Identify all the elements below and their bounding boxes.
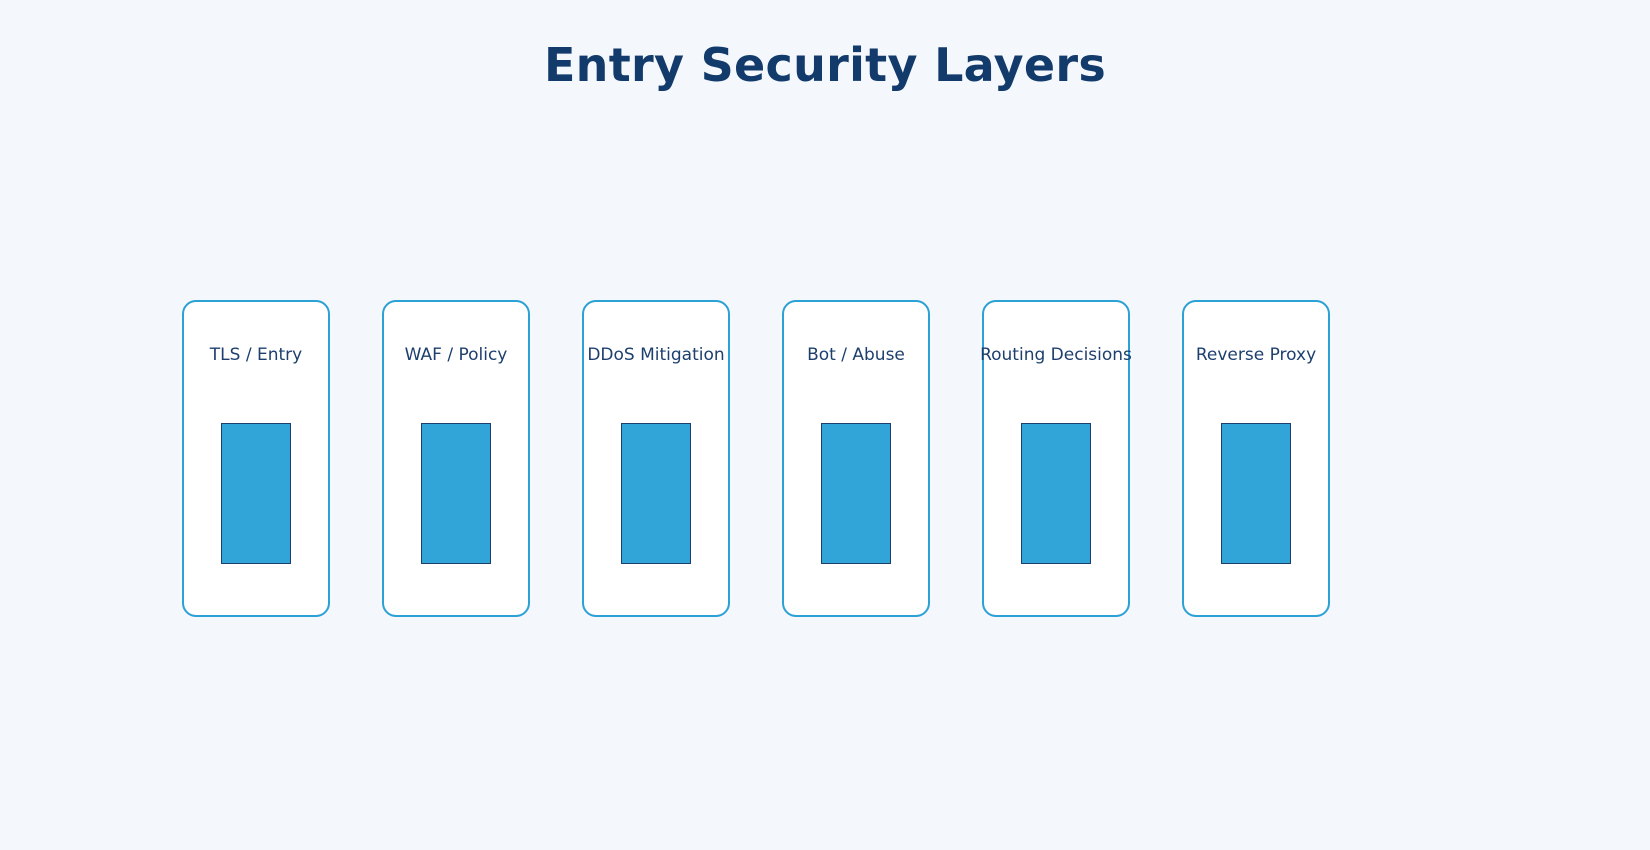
layer-card-label: DDoS Mitigation xyxy=(587,345,725,365)
layer-bar xyxy=(821,423,891,564)
layer-bar xyxy=(221,423,291,564)
layer-card-label: Bot / Abuse xyxy=(807,345,905,365)
layer-card-label: Reverse Proxy xyxy=(1195,345,1317,365)
layer-bar xyxy=(621,423,691,564)
layer-card-routing-decisions[interactable]: Routing Decisions xyxy=(980,300,1132,617)
layer-card-label: WAF / Policy xyxy=(404,345,508,365)
security-layers-row: TLS / Entry WAF / Policy DDoS Mitigation… xyxy=(182,300,1532,620)
layer-bar xyxy=(1221,423,1291,564)
layer-card-bot-abuse[interactable]: Bot / Abuse xyxy=(782,300,930,617)
layer-card-label: Routing Decisions xyxy=(980,345,1132,365)
layer-bar xyxy=(1021,423,1091,564)
layer-bar xyxy=(421,423,491,564)
layer-card-reverse-proxy[interactable]: Reverse Proxy xyxy=(1182,300,1330,617)
layer-card-label: TLS / Entry xyxy=(209,345,303,365)
layer-card-tls-entry[interactable]: TLS / Entry xyxy=(182,300,330,617)
layer-card-waf-policy[interactable]: WAF / Policy xyxy=(382,300,530,617)
page-title: Entry Security Layers xyxy=(543,38,1107,92)
layer-card-ddos-mitigation[interactable]: DDoS Mitigation xyxy=(582,300,730,617)
